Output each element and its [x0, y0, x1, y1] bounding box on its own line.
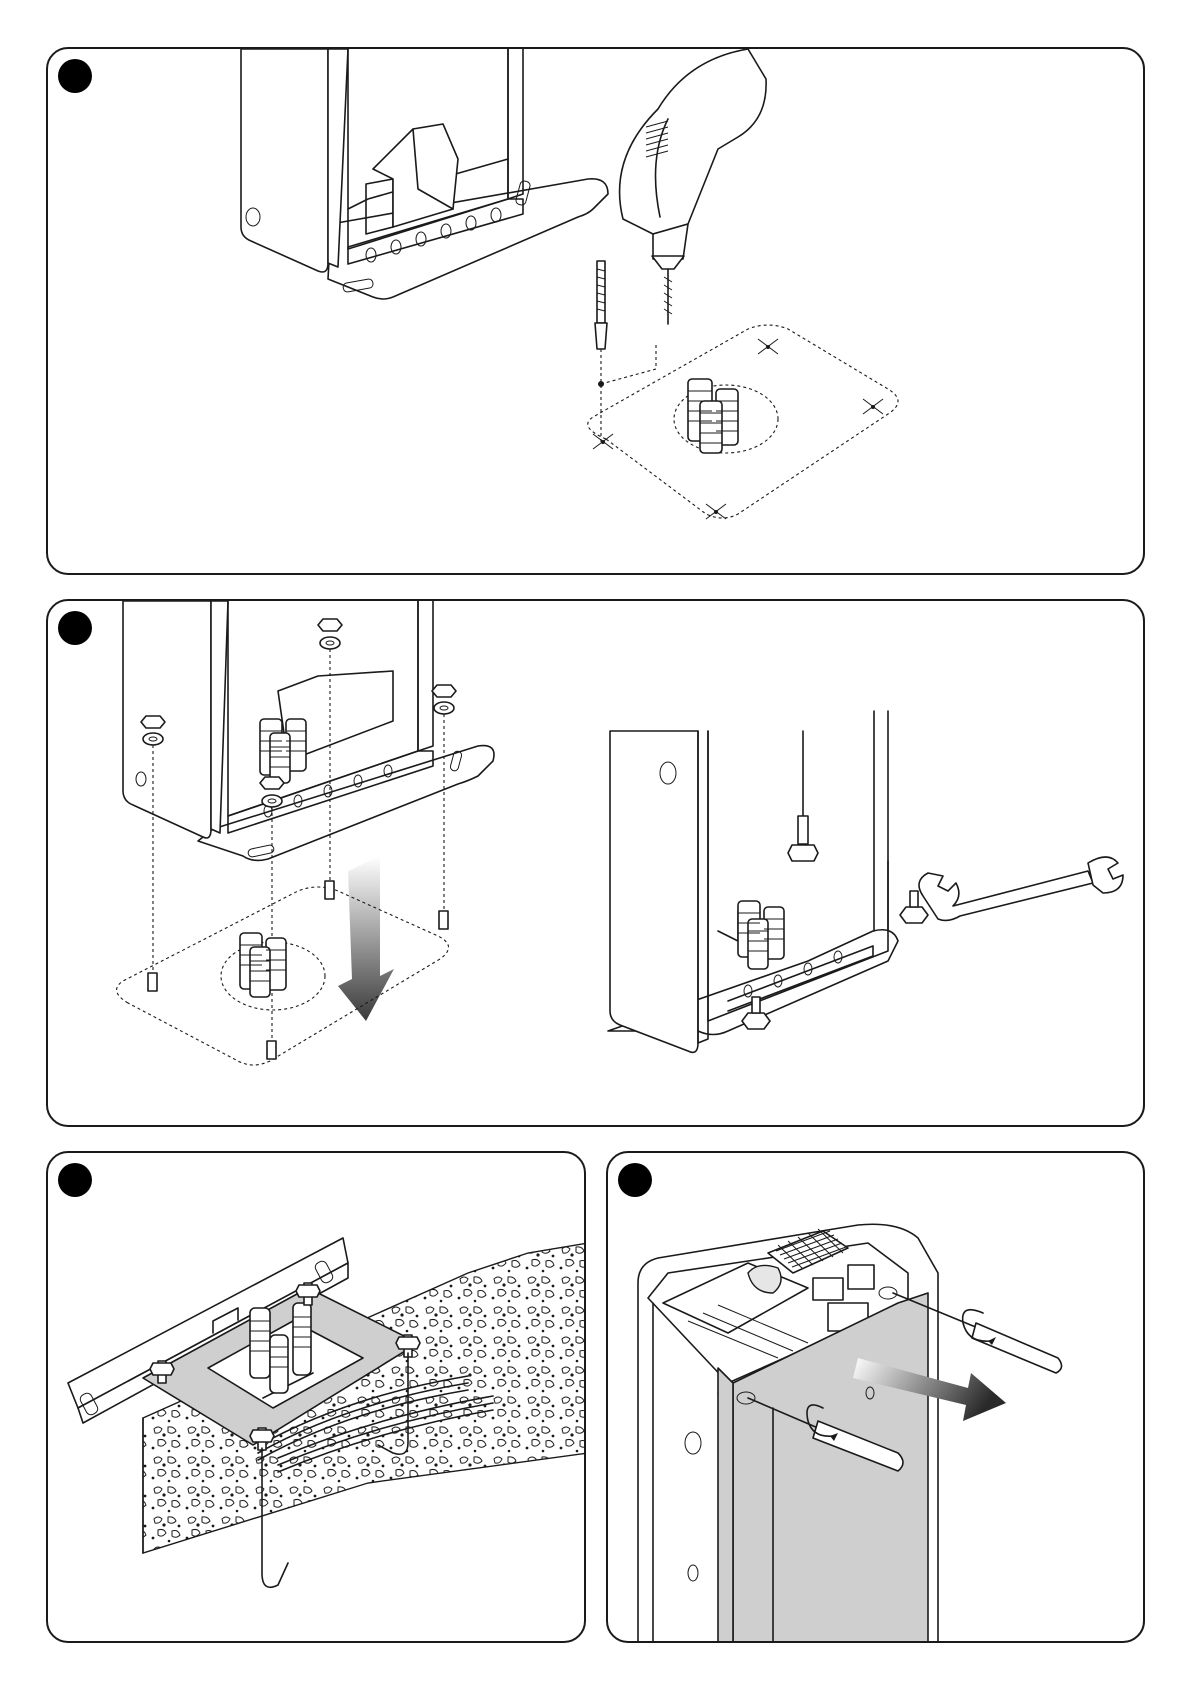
column-on-baseplate: [241, 49, 608, 299]
step-1-panel: [46, 47, 1145, 575]
column-fixed: [608, 711, 928, 1052]
step-3-illustration: [48, 1153, 586, 1643]
step-2-panel: [46, 599, 1145, 1127]
step-4-illustration: [608, 1153, 1145, 1643]
anchor-bolt: [595, 261, 656, 444]
cable-conduits: [688, 379, 738, 453]
step-3-panel: [46, 1151, 586, 1643]
down-arrow-icon: [338, 856, 394, 1021]
step-2-illustration: [48, 601, 1145, 1127]
wrench-icon: [919, 857, 1123, 920]
mounting-footprint: [588, 325, 898, 519]
base-footprint: [117, 881, 449, 1065]
step-4-panel: [606, 1151, 1145, 1643]
step-1-illustration: [48, 49, 1145, 575]
drill-icon: [620, 49, 767, 324]
column-lowering: [123, 601, 494, 860]
